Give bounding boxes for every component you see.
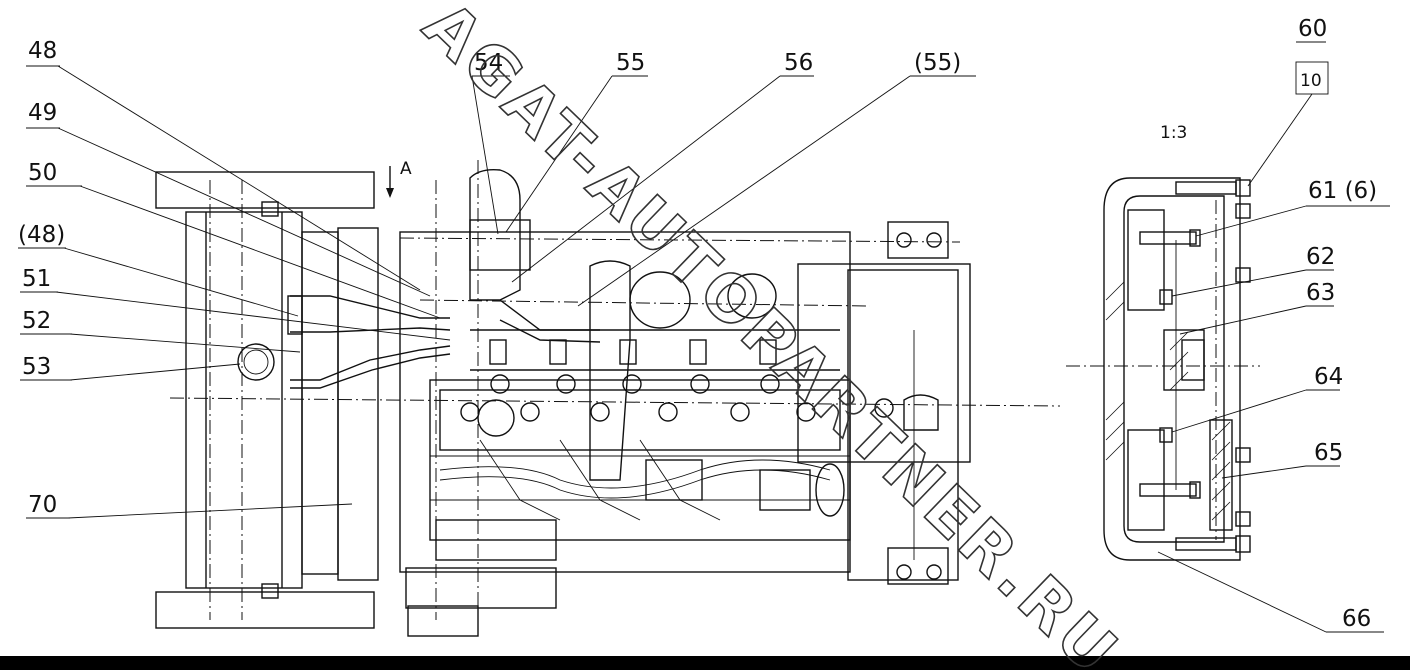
label-64: 64: [1314, 364, 1343, 390]
label-66: 66: [1342, 606, 1371, 632]
label-63: 63: [1306, 280, 1335, 306]
leader-lines: [18, 41, 1390, 633]
radiator: [155, 171, 379, 629]
engine-block: [399, 231, 851, 637]
label-51: 51: [22, 266, 51, 292]
label-65: 65: [1314, 440, 1343, 466]
coupling-detail: [1103, 177, 1251, 561]
label-53: 53: [22, 354, 51, 380]
label-61: 61 (6): [1308, 178, 1377, 204]
label-49: 49: [28, 100, 57, 126]
coolant-pipes: [237, 295, 451, 389]
label-56: 56: [784, 50, 813, 76]
manifold-ports: [470, 329, 840, 371]
label-52: 52: [22, 308, 51, 334]
part-labels: 48 49 50 (48) 51 52 53 70 54 55 56 (55) …: [18, 16, 1377, 632]
view-arrow-a: A: [386, 159, 412, 198]
label-62: 62: [1306, 244, 1335, 270]
scale-label: 1:3: [1160, 123, 1187, 143]
valve-cover-bolts: [460, 374, 816, 437]
label-55: 55: [616, 50, 645, 76]
watermark: AGAT-AUTOPARTNER.RU: [409, 0, 1133, 670]
label-60: 60: [1298, 16, 1327, 42]
bottom-border-band: [0, 656, 1410, 670]
label-48: 48: [28, 38, 57, 64]
engine-mount-frame: [797, 221, 971, 585]
label-55-ref: (55): [914, 50, 961, 76]
view-label: A: [400, 159, 412, 179]
label-10: 10: [1300, 71, 1322, 91]
coupling-hatching: [1105, 281, 1231, 521]
label-48-ref: (48): [18, 222, 65, 248]
label-50: 50: [28, 160, 57, 186]
label-54: 54: [474, 50, 503, 76]
label-70: 70: [28, 492, 57, 518]
